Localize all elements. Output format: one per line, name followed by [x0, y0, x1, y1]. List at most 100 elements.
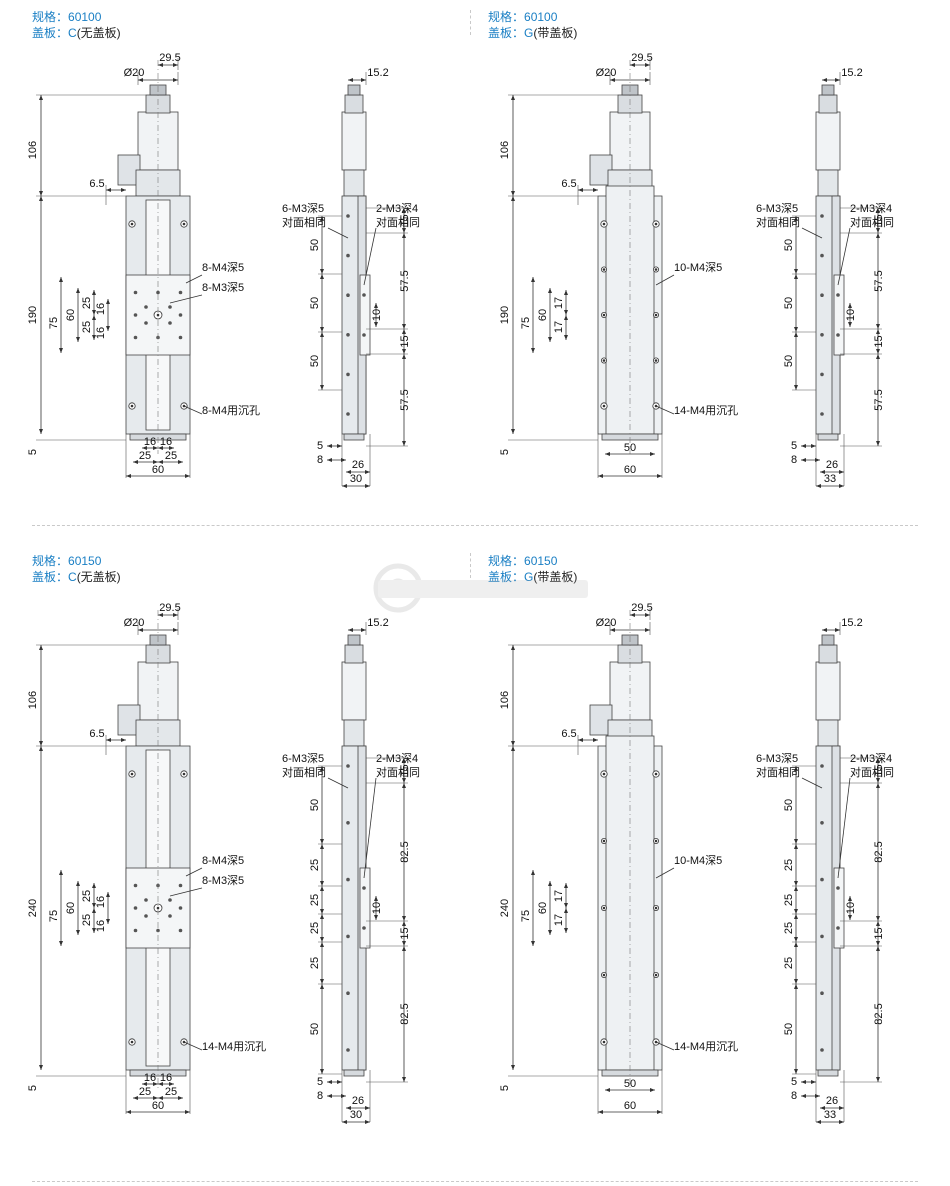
callout-6m3: 6-M3深5 [282, 202, 324, 215]
dim-75: 75 [520, 910, 532, 922]
side-end-plate [817, 433, 839, 441]
cover-label: 盖板： [488, 26, 525, 40]
side-coupling [817, 719, 839, 747]
dim-left-3: 25 [309, 922, 321, 934]
dim-25-b: 25 [165, 1086, 177, 1098]
dim-width: 30 [350, 473, 362, 485]
hole-center [130, 404, 134, 408]
dim-60-h: 60 [624, 464, 636, 476]
hole-center [156, 313, 160, 317]
hole-center [602, 359, 606, 362]
arrow-head [876, 208, 880, 233]
tapped-hole [820, 991, 824, 995]
arrow-head [820, 470, 844, 474]
dim-75: 75 [48, 317, 60, 329]
hole-center [602, 973, 606, 977]
hole-center [602, 1040, 606, 1044]
dim-left-0: 50 [783, 239, 795, 251]
dim-length: 190 [499, 306, 511, 324]
leader-line [183, 405, 203, 415]
tapped-hole [346, 821, 350, 825]
callout-label: 14-M4用沉孔 [674, 404, 738, 417]
arrow-head [106, 188, 126, 192]
dim-b: 17 [553, 914, 565, 926]
dim-diameter: Ø20 [124, 67, 145, 79]
dim-6-5: 6.5 [89, 178, 104, 190]
callout-same-a: 对面相同 [282, 765, 326, 779]
tapped-hole [820, 293, 824, 298]
dim-6-5: 6.5 [561, 178, 576, 190]
dim-b: 25 [81, 914, 93, 926]
callout-same-b: 对面相同 [850, 765, 894, 779]
arrow-head [794, 844, 798, 886]
arrow-head [158, 63, 178, 67]
tapped-hole [820, 412, 824, 416]
callout-label: 14-M4用沉孔 [674, 1040, 738, 1053]
arrow-head [876, 758, 880, 783]
callout-label: 8-M3深5 [202, 874, 244, 887]
arrow-head [605, 1088, 655, 1092]
dim-75: 75 [520, 317, 532, 329]
dim-8: 8 [317, 1090, 323, 1102]
dim-50-h: 50 [624, 442, 636, 454]
dim-left-4: 25 [309, 957, 321, 969]
tapped-hole [133, 883, 138, 888]
dim-left-2: 25 [783, 894, 795, 906]
tapped-hole [836, 886, 840, 890]
dim-right-2: 15 [873, 335, 885, 347]
arrow-head [138, 78, 178, 82]
dim-left-1: 50 [309, 297, 321, 309]
watermark-svg [373, 563, 588, 613]
side-motor [815, 111, 841, 171]
tapped-hole [820, 372, 824, 377]
dim-50-h: 50 [624, 1078, 636, 1090]
arrow-head [346, 470, 370, 474]
section-divider-bottom [32, 1181, 918, 1182]
dim-26: 26 [352, 459, 364, 471]
side-motor-cap [344, 644, 364, 664]
arrow-head [822, 78, 840, 82]
dim-right-3: 82.5 [873, 1003, 885, 1024]
dim-left-2: 50 [309, 355, 321, 367]
side-carriage [359, 867, 371, 949]
side-coupling [817, 169, 839, 197]
dim-26: 26 [826, 1095, 838, 1107]
dim-60-h: 60 [152, 464, 164, 476]
dim-106: 106 [27, 141, 39, 159]
arrow-head [402, 758, 406, 783]
side-motor [341, 661, 367, 721]
arrow-head [402, 921, 406, 946]
arrow-head [142, 1082, 158, 1086]
leader-line [327, 777, 349, 789]
dim-diameter: Ø20 [596, 617, 617, 629]
cover-code: C [68, 570, 77, 584]
dim-5-side: 5 [791, 440, 797, 452]
callout-2m3: 2-M3深4 [376, 752, 418, 765]
callout-2m3: 2-M3深4 [850, 752, 892, 765]
dim-60-v: 60 [65, 309, 77, 321]
dim-right-3: 57.5 [873, 389, 885, 410]
tapped-hole [820, 333, 824, 337]
arrow-head [630, 613, 650, 617]
dim-left-3: 25 [783, 922, 795, 934]
leader-line [655, 867, 675, 879]
side-end-plate [343, 1069, 365, 1077]
arrow-head [133, 1096, 158, 1100]
cover-desc: (无盖板) [76, 26, 121, 40]
callout-same-a: 对面相同 [282, 215, 326, 229]
cover-desc: (无盖板) [76, 570, 121, 584]
tapped-hole [178, 335, 183, 340]
hole-center [654, 222, 658, 226]
callout-2m3: 2-M3深4 [850, 202, 892, 215]
hole-center [654, 973, 658, 977]
arrow-head [348, 628, 366, 632]
dim-29-5: 29.5 [631, 52, 652, 64]
dim-60-v: 60 [537, 309, 549, 321]
dim-left-1: 25 [309, 859, 321, 871]
arrow-head [158, 460, 183, 464]
leader-line [183, 1041, 203, 1051]
tapped-hole [346, 934, 350, 939]
dim-5: 5 [499, 1085, 511, 1091]
side-coupling [343, 169, 365, 197]
